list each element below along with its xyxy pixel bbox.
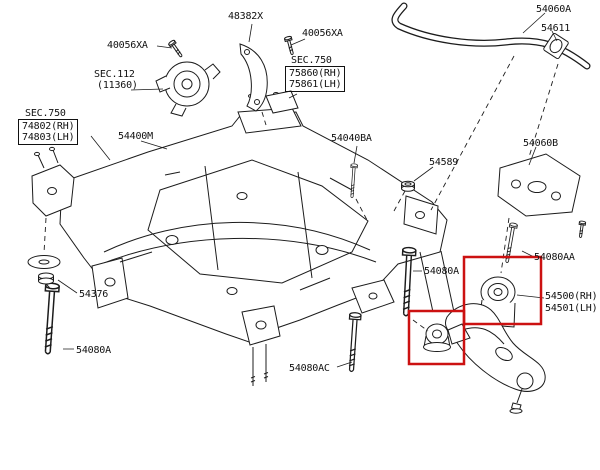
subframe-drawing: [31, 92, 455, 386]
highlight-box-arm-rear-bushing: [462, 255, 543, 326]
engine-mount-assembly-drawing: [155, 35, 299, 117]
part-label-54589: 54589: [429, 157, 459, 168]
part-number-box-left: 74802(RH) 74803(LH): [18, 119, 79, 145]
part-label-54060a: 54060A: [536, 4, 571, 15]
part-label-54500rh: 54500(RH): [545, 291, 598, 302]
part-label-40056xa-left: 40056XA: [107, 40, 148, 51]
part-label-sec750-right: SEC.750: [291, 55, 332, 66]
part-label-sec750-left: SEC.750: [25, 108, 66, 119]
part-label-74802rh: 74802(RH): [22, 121, 75, 132]
part-label-54080aa: 54080AA: [534, 252, 575, 263]
part-label-54060b: 54060B: [523, 138, 558, 149]
part-label-11360: (11360): [97, 80, 138, 91]
part-label-54040ba: 54040BA: [331, 133, 372, 144]
part-label-54080a-left: 54080A: [76, 345, 111, 356]
part-label-75861lh: 75861(LH): [289, 79, 342, 90]
part-label-48382x: 48382X: [228, 11, 263, 22]
part-label-sec112: SEC.112: [94, 69, 135, 80]
stabilizer-bar-drawing: [391, 2, 591, 70]
projection-lines: [43, 55, 559, 332]
part-label-40056xa-right: 40056XA: [302, 28, 343, 39]
part-label-54376: 54376: [79, 289, 109, 300]
leader-lines: [57, 12, 558, 368]
part-label-75860rh: 75860(RH): [289, 68, 342, 79]
lower-control-arm-drawing: [423, 276, 546, 414]
part-label-54080a-mid: 54080A: [424, 266, 459, 277]
part-label-74803lh: 74803(LH): [22, 132, 75, 143]
fastener-hardware-drawing: [27, 163, 519, 373]
stabilizer-bracket-drawing: [497, 153, 587, 239]
part-label-54400m: 54400M: [118, 131, 153, 142]
part-label-54501lh: 54501(LH): [545, 303, 598, 314]
highlight-box-arm-front-bushing: [407, 309, 466, 366]
part-label-54080ac: 54080AC: [289, 363, 330, 374]
part-label-54611: 54611: [541, 23, 571, 34]
part-number-box-right: 75860(RH) 75861(LH): [285, 66, 346, 92]
